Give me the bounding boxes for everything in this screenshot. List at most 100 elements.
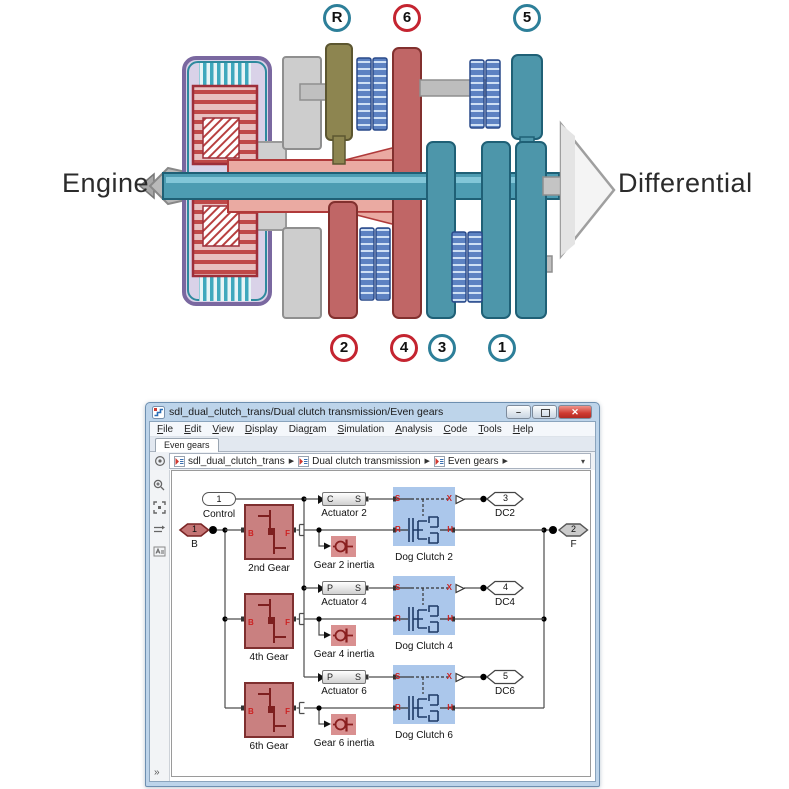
actuator-label: Actuator 6 — [321, 686, 367, 697]
menu-bar: File Edit View Display Diagram Simulatio… — [150, 422, 595, 437]
inertia-label: Gear 6 inertia — [313, 738, 375, 749]
inport-control[interactable]: 1 — [202, 492, 236, 506]
gear-block[interactable]: B F — [244, 593, 294, 649]
model-icon — [433, 455, 445, 467]
breadcrumb-separator: ▶ — [288, 458, 295, 465]
outport-dc[interactable] — [485, 491, 525, 507]
actuator-port-in: P — [327, 583, 334, 593]
breadcrumb-dropdown-caret[interactable]: ▾ — [580, 456, 585, 466]
dog-clutch-label: Dog Clutch 6 — [395, 730, 453, 741]
port-s: S — [395, 494, 401, 503]
inport-control-label: Control — [202, 509, 236, 520]
port-h: H — [447, 525, 453, 534]
window-body: File Edit View Display Diagram Simulatio… — [149, 421, 596, 782]
conn-port-b[interactable] — [178, 523, 210, 537]
synchronizer-top-right — [469, 59, 501, 129]
outport-dc[interactable] — [485, 669, 525, 685]
sample-time-icon[interactable] — [153, 523, 166, 536]
menu-display[interactable]: Display — [244, 423, 278, 435]
breadcrumb-bar: sdl_dual_clutch_trans ▶ Dual clutch tran… — [150, 452, 595, 470]
outport-label: DC6 — [494, 686, 515, 697]
simulink-icon — [152, 405, 165, 419]
dog-clutch-block[interactable]: S X R H — [393, 576, 455, 635]
gear-row-6: B F 6th Gear P S Actuator 6 — [172, 649, 590, 755]
gear-block[interactable]: B F — [244, 682, 294, 738]
gear-label-4: 4 — [390, 334, 418, 362]
actuator-block[interactable]: C S — [322, 492, 366, 506]
expand-toolbar-button[interactable]: » — [154, 767, 160, 778]
port-h: H — [447, 703, 453, 712]
port-r: R — [395, 614, 401, 623]
fit-view-icon[interactable] — [153, 501, 166, 514]
menu-tools[interactable]: Tools — [478, 423, 502, 435]
conn-f-label: F — [570, 539, 577, 550]
breadcrumb-item-current[interactable]: Even gears — [447, 455, 499, 467]
tab-even-gears[interactable]: Even gears — [155, 438, 219, 452]
dog-clutch-block[interactable]: S X R H — [393, 665, 455, 724]
gear-row-4: B F 4th Gear P S Actuator 4 — [172, 560, 590, 666]
actuator-block[interactable]: P S — [322, 670, 366, 684]
gear-3 — [426, 141, 456, 319]
synchronizer-top-left — [356, 57, 388, 131]
outport-label: DC2 — [494, 508, 515, 519]
clutch-pack-upper — [191, 84, 259, 166]
actuator-port-out: S — [354, 672, 361, 682]
inertia-block[interactable] — [331, 714, 356, 735]
outport-dc[interactable] — [485, 580, 525, 596]
model-icon — [174, 455, 185, 467]
gear-icon — [258, 599, 286, 643]
conn-b-number: 1 — [191, 524, 197, 534]
conn-port-f[interactable] — [557, 523, 589, 537]
menu-edit[interactable]: Edit — [184, 423, 202, 435]
port-r: R — [395, 525, 401, 534]
inertia-icon — [333, 717, 353, 732]
window-controls: – ✕ — [506, 405, 592, 419]
explorer-toggle-icon[interactable] — [154, 455, 166, 467]
actuator-block[interactable]: P S — [322, 581, 366, 595]
gear-row-2: B F 2nd Gear C S Actuator 2 — [172, 471, 590, 577]
dog-clutch-block[interactable]: S X R H — [393, 487, 455, 546]
gear-block[interactable]: B F — [244, 504, 294, 560]
breadcrumb-item-root[interactable]: sdl_dual_clutch_trans — [188, 455, 285, 467]
close-button[interactable]: ✕ — [558, 405, 592, 419]
breadcrumb: sdl_dual_clutch_trans ▶ Dual clutch tran… — [169, 453, 591, 469]
inertia-block[interactable] — [331, 536, 356, 557]
title-bar[interactable]: sdl_dual_clutch_trans/Dual clutch transm… — [146, 403, 599, 421]
menu-simulation[interactable]: Simulation — [337, 423, 385, 435]
model-canvas[interactable]: 1 Control 1 B 2 F — [171, 470, 591, 777]
actuator-port-out: S — [354, 583, 361, 593]
menu-analysis[interactable]: Analysis — [395, 423, 433, 435]
dog-clutch-label: Dog Clutch 4 — [395, 641, 453, 652]
menu-view[interactable]: View — [212, 423, 234, 435]
differential-cone — [559, 120, 616, 260]
gear-block-label: 2nd Gear — [248, 563, 290, 574]
dog-clutch-label: Dog Clutch 2 — [395, 552, 453, 563]
dog-clutch-icon — [393, 496, 455, 544]
port-s: S — [395, 583, 401, 592]
port-b: B — [248, 618, 254, 627]
gear-block-label: 4th Gear — [249, 652, 289, 663]
inertia-block[interactable] — [331, 625, 356, 646]
inertia-icon — [333, 539, 353, 554]
conn-f-number: 2 — [570, 524, 576, 534]
breadcrumb-item-subsystem[interactable]: Dual clutch transmission — [312, 455, 421, 467]
menu-code[interactable]: Code — [443, 423, 468, 435]
gear-label-R: R — [323, 4, 351, 32]
gear-2 — [328, 201, 358, 319]
menu-help[interactable]: Help — [512, 423, 534, 435]
restore-button[interactable] — [532, 405, 557, 419]
minimize-button[interactable]: – — [506, 405, 531, 419]
port-r: R — [395, 703, 401, 712]
zoom-icon[interactable] — [153, 479, 166, 492]
gear-label-2: 2 — [330, 334, 358, 362]
port-f: F — [285, 618, 290, 627]
menu-file[interactable]: File — [157, 423, 174, 435]
restore-icon — [541, 409, 550, 417]
menu-diagram[interactable]: Diagram — [288, 423, 327, 435]
annotation-icon[interactable] — [153, 545, 166, 558]
gear-label-5: 5 — [513, 4, 541, 32]
simulink-window: sdl_dual_clutch_trans/Dual clutch transm… — [145, 402, 600, 787]
tab-bar: Even gears — [150, 437, 595, 452]
row-wires — [225, 669, 544, 728]
actuator-label: Actuator 4 — [321, 597, 367, 608]
